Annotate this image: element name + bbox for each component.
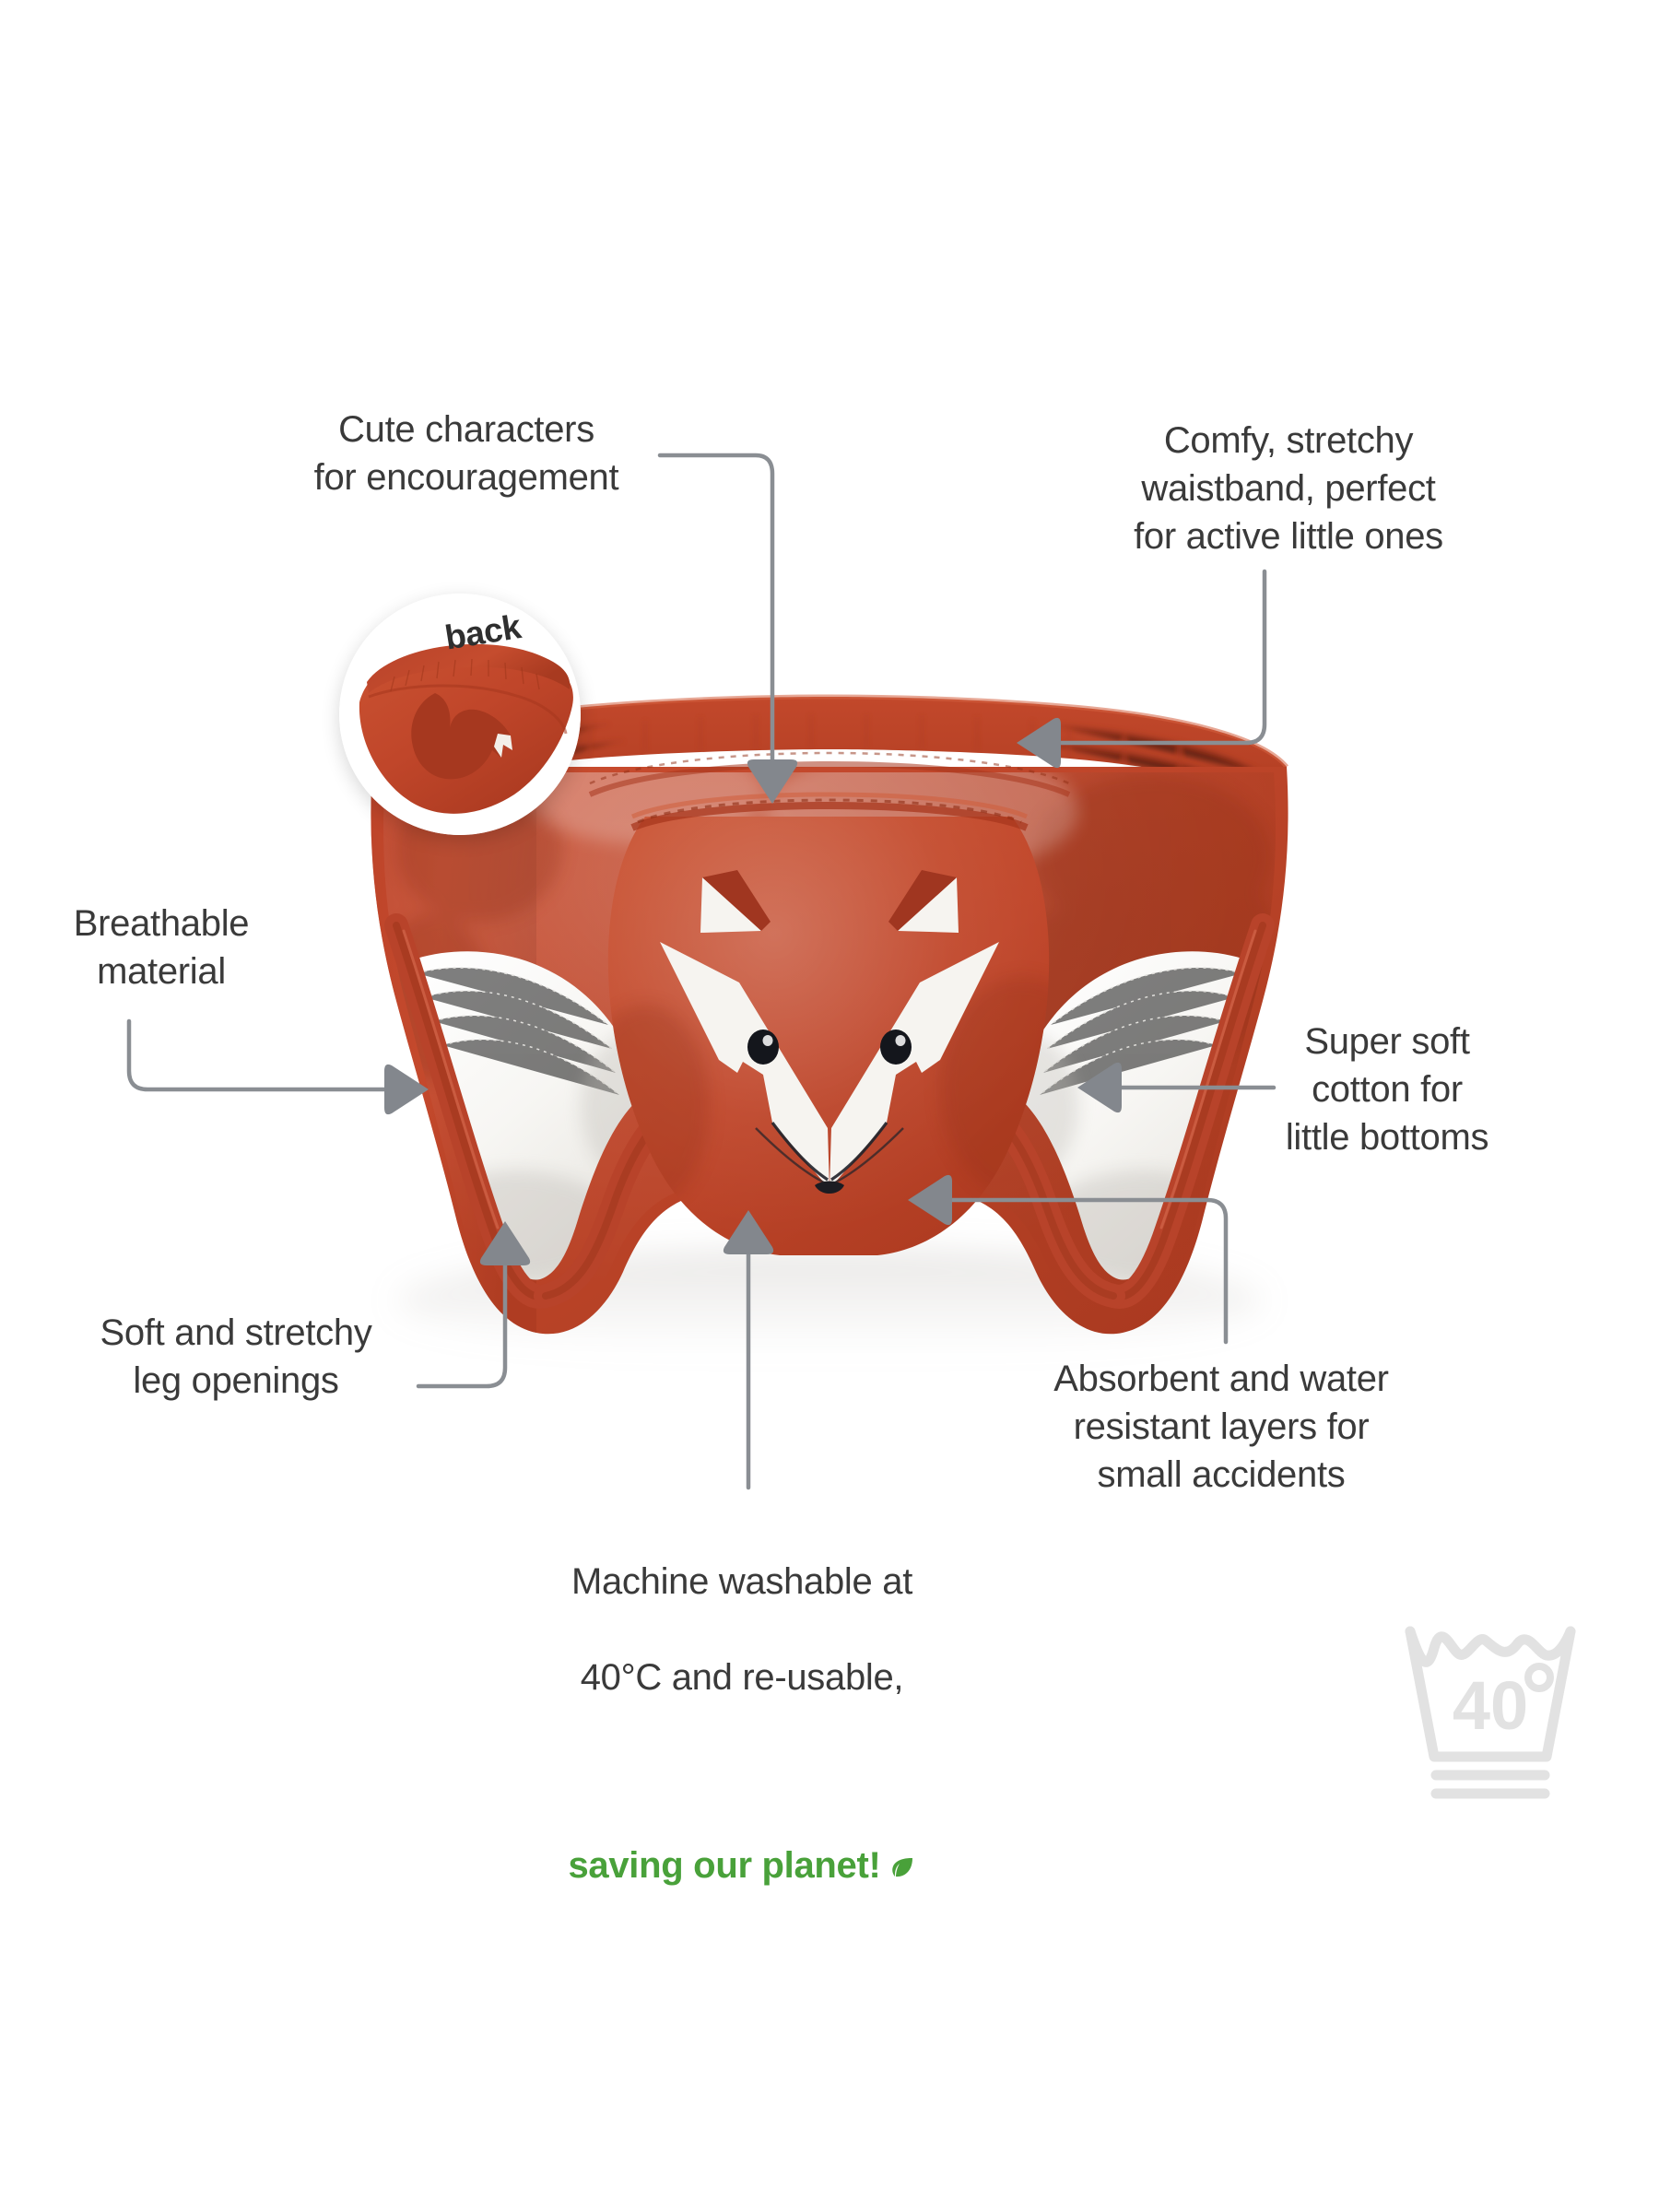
machine-washable-line-3: saving our planet! (568, 1845, 881, 1886)
leg-elastic-band-right (958, 913, 1275, 1309)
annotation-label-super-soft-cotton: Super soft cotton for little bottoms (1285, 1021, 1489, 1158)
wash-40-degrees-delicate-icon: 40 (1399, 1611, 1611, 1814)
annotation-label-cute-characters: Cute characters for encouragement (313, 409, 619, 498)
leg-elastic-band-left (384, 913, 701, 1309)
annotation-label-breathable-material: Breathable material (73, 903, 250, 992)
absorbent-front-panel (588, 751, 1071, 1255)
back-view-inset (339, 594, 581, 835)
annotation-label-absorbent-layers: Absorbent and water resistant layers for… (1053, 1359, 1389, 1495)
leg-opening-right (1014, 951, 1242, 1280)
annotation-label-machine-washable: Machine washable at 40°C and re-usable, … (525, 1510, 959, 1941)
machine-washable-line-2: 40°C and re-usable, (580, 1657, 904, 1698)
annotation-label-soft-stretchy-leg-openings: Soft and stretchy leg openings (100, 1312, 372, 1401)
leg-opening-left (417, 951, 645, 1280)
care-symbol-temperature: 40 (1453, 1667, 1528, 1744)
leaf-icon (888, 1797, 916, 1893)
machine-washable-line-3-wrap: saving our planet! (525, 1749, 959, 1893)
annotation-label-comfy-waistband: Comfy, stretchy waistband, perfect for a… (1134, 420, 1443, 557)
fox-face-print (660, 870, 999, 1194)
machine-washable-line-1: Machine washable at (571, 1561, 913, 1602)
